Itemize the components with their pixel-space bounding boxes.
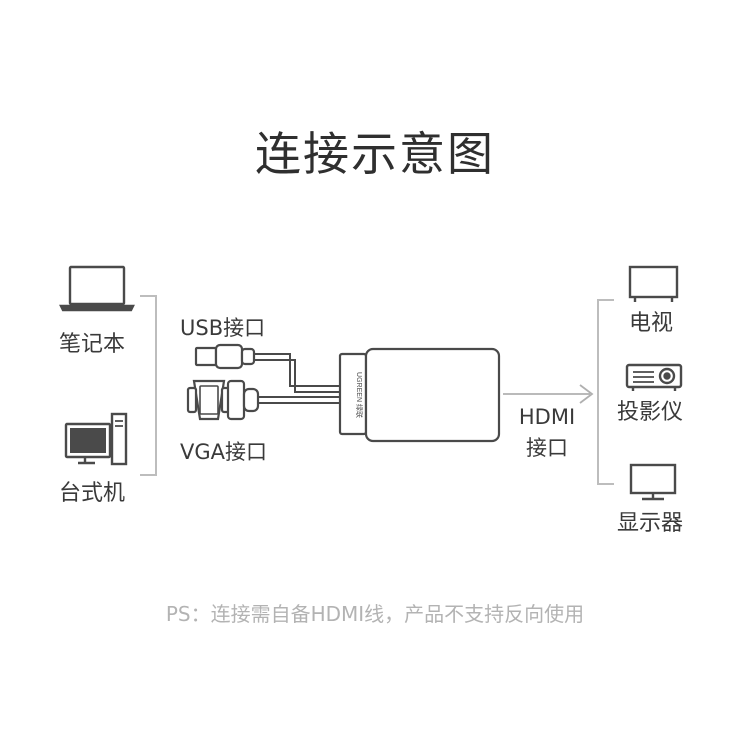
hdmi-arrow xyxy=(503,384,594,404)
page-title: 连接示意图 xyxy=(255,127,495,181)
footer-note: PS：连接需自备HDMI线，产品不支持反向使用 xyxy=(165,602,585,626)
monitor-icon xyxy=(629,463,677,501)
projector-label: 投影仪 xyxy=(617,400,684,425)
tv-icon xyxy=(628,265,679,302)
monitor-label: 显示器 xyxy=(617,511,684,536)
desktop-computer-icon xyxy=(64,412,128,466)
projector-icon xyxy=(625,363,683,391)
tv-label: 电视 xyxy=(629,311,674,336)
adapter-brand: UGREEN 绿联 xyxy=(355,372,364,418)
usb-port-label: USB接口 xyxy=(180,316,266,340)
hdmi-port-label-line2: 接口 xyxy=(526,436,568,460)
left-bracket xyxy=(140,295,157,476)
usb-connector-icon xyxy=(194,343,256,370)
right-bracket xyxy=(597,299,614,485)
vga-connector-icon xyxy=(186,379,260,421)
laptop-label: 笔记本 xyxy=(59,332,126,357)
hdmi-port-label-line1: HDMI xyxy=(518,405,576,429)
cables xyxy=(254,353,340,404)
desktop-label: 台式机 xyxy=(59,481,126,506)
vga-port-label: VGA接口 xyxy=(180,440,268,464)
adapter-icon xyxy=(338,347,501,443)
laptop-icon xyxy=(59,265,135,312)
